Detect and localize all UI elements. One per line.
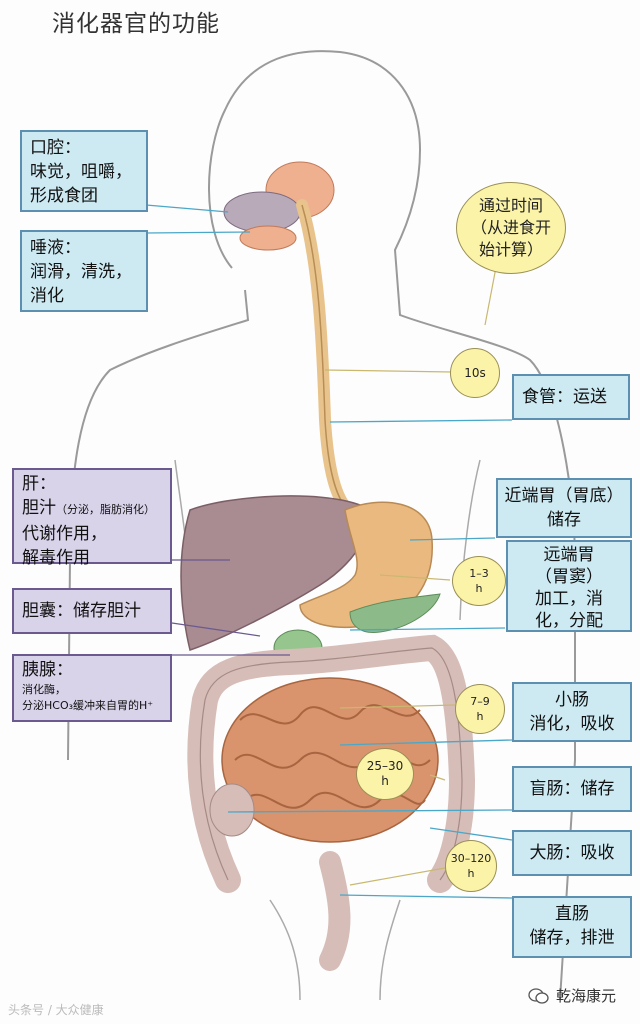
transit-bubble-small-intestine: 7–9 h — [455, 684, 505, 734]
label-distal-stomach-line-2: （胃窦） — [512, 566, 626, 588]
label-cecum-text: 盲肠：储存 — [530, 779, 615, 799]
label-liver: 肝： 胆汁（分泌，脂肪消化） 代谢作用， 解毒作用 — [12, 468, 172, 564]
footer-watermark-left: 头条号 / 大众健康 — [8, 1001, 104, 1018]
transit-large-intestine-value: 30–120 — [451, 851, 492, 866]
label-gallbladder: 胆囊：储存胆汁 — [12, 588, 172, 634]
label-saliva-line-1: 唾液： — [30, 236, 138, 260]
esophagus — [302, 205, 350, 512]
label-gallbladder-text: 胆囊：储存胆汁 — [22, 601, 141, 621]
label-distal-stomach-line-4: 化，分配 — [512, 610, 626, 632]
transit-small-intestine-value: 7–9 — [470, 694, 490, 709]
transit-esophagus-value: 10s — [464, 366, 486, 381]
label-cecum: 盲肠：储存 — [512, 766, 632, 812]
footer-watermark-right: 乾海康元 — [528, 985, 616, 1006]
label-saliva: 唾液： 润滑，清洗， 消化 — [20, 230, 148, 312]
label-pancreas: 胰腺： 消化酶， 分泌HCO₃缓冲来自胃的H⁺ — [12, 654, 172, 722]
rectum — [330, 862, 339, 960]
label-esophagus: 食管：运送 — [512, 374, 630, 420]
leader-saliva — [146, 232, 250, 233]
label-liver-bile-note: （分泌，脂肪消化） — [56, 503, 155, 516]
leader-rectum — [340, 895, 512, 898]
transit-bubble-stomach: 1–3 h — [452, 556, 506, 606]
label-liver-line-2: 胆汁（分泌，脂肪消化） — [22, 496, 162, 522]
label-distal-stomach-line-1: 远端胃 — [512, 544, 626, 566]
submandibular-gland — [240, 226, 296, 250]
label-pancreas-line-1: 胰腺： — [22, 658, 162, 682]
transit-heading-line-3: 始计算） — [479, 239, 543, 261]
leader-esophagus — [330, 420, 512, 422]
label-pancreas-line-2: 消化酶， — [22, 682, 162, 698]
label-mouth-line-1: 口腔： — [30, 136, 138, 160]
label-saliva-line-2: 润滑，清洗， — [30, 260, 138, 284]
label-liver-line-1: 肝： — [22, 472, 162, 496]
transit-bubble-large-intestine: 30–120 h — [445, 840, 497, 892]
transit-bubble-esophagus: 10s — [450, 348, 500, 398]
transit-heading-line-1: 通过时间 — [479, 195, 543, 217]
transit-stomach-value: 1–3 — [469, 566, 489, 581]
label-mouth-line-3: 形成食团 — [30, 184, 138, 208]
transit-cecum-value: 25–30 — [367, 759, 404, 774]
transit-bubble-cecum: 25–30 h — [356, 748, 414, 800]
label-rectum-line-2: 储存，排泄 — [522, 926, 622, 950]
transit-large-intestine-unit: h — [468, 866, 475, 881]
label-rectum: 直肠 储存，排泄 — [512, 896, 632, 958]
cecum — [210, 784, 254, 836]
label-liver-bile: 胆汁 — [22, 498, 56, 518]
footer-right-text: 乾海康元 — [556, 985, 616, 1006]
label-pancreas-line-3: 分泌HCO₃缓冲来自胃的H⁺ — [22, 698, 162, 714]
leader-mouth — [146, 205, 228, 212]
transit-small-intestine-unit: h — [477, 709, 484, 724]
page-title: 消化器官的功能 — [52, 4, 220, 38]
label-proximal-stomach-line-2: 储存 — [502, 508, 626, 532]
label-esophagus-text: 食管：运送 — [522, 387, 607, 407]
label-small-intestine-line-2: 消化，吸收 — [522, 712, 622, 736]
wechat-icon — [528, 987, 550, 1005]
label-small-intestine-line-1: 小肠 — [522, 688, 622, 712]
label-large-intestine: 大肠：吸收 — [512, 830, 632, 876]
label-proximal-stomach-line-1: 近端胃（胃底） — [502, 484, 626, 508]
label-rectum-line-1: 直肠 — [522, 902, 622, 926]
transit-cecum-unit: h — [381, 774, 389, 789]
label-distal-stomach: 远端胃 （胃窦） 加工，消 化，分配 — [506, 540, 632, 632]
label-liver-line-4: 解毒作用 — [22, 546, 162, 570]
label-mouth: 口腔： 味觉，咀嚼， 形成食团 — [20, 130, 148, 212]
label-small-intestine: 小肠 消化，吸收 — [512, 682, 632, 742]
transit-stomach-unit: h — [476, 581, 483, 596]
label-saliva-line-3: 消化 — [30, 284, 138, 308]
transit-heading-line-2: （从进食开 — [471, 217, 551, 239]
label-distal-stomach-line-3: 加工，消 — [512, 588, 626, 610]
label-liver-line-3: 代谢作用， — [22, 522, 162, 546]
label-large-intestine-text: 大肠：吸收 — [530, 843, 615, 863]
label-mouth-line-2: 味觉，咀嚼， — [30, 160, 138, 184]
transit-time-heading-bubble: 通过时间 （从进食开 始计算） — [456, 182, 566, 274]
label-proximal-stomach: 近端胃（胃底） 储存 — [496, 478, 632, 538]
